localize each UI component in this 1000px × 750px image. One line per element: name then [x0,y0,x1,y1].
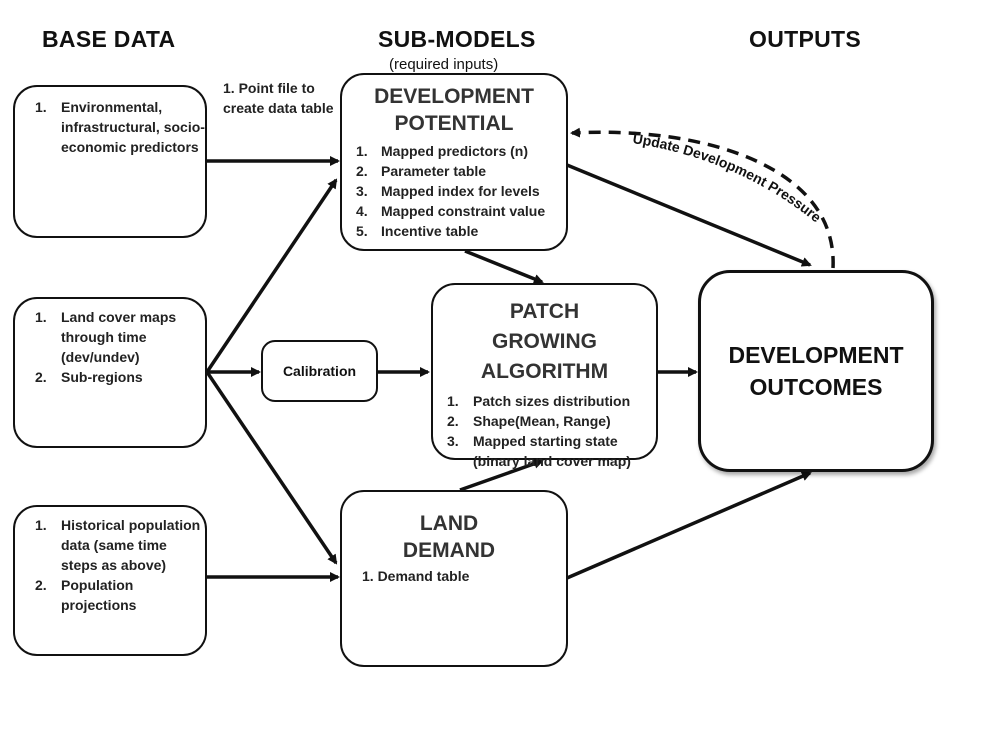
list-item: 2.Sub-regions [35,369,143,385]
list-item: 3.Mapped index for levels [356,183,540,199]
list-item: 1.Mapped predictors (n) [356,143,529,159]
header-outputs: OUTPUTS [749,26,861,52]
list-item: 1.Environmental, infrastructural, socio-… [35,99,205,155]
arrow-dev-potential-to-outcomes [566,163,812,267]
arrow-land-demand-to-patch [459,458,544,492]
arrow-landcover-to-dev-potential [205,178,338,373]
patch-growing-box: PATCH GROWING ALGORITHM 1.Patch sizes di… [431,283,658,469]
svg-text:Update Development Pressure: Update Development Pressure [632,130,825,225]
list-item: 2.Shape(Mean, Range) [447,413,611,429]
land-demand-box: LAND DEMAND 1. Demand table [340,490,568,667]
list-item: 1.Patch sizes distribution [447,393,631,409]
base-box-predictors: 1.Environmental, infrastructural, socio-… [13,85,207,238]
list-item: 5.Incentive table [356,223,479,239]
arrow-land-demand-to-outcomes [566,471,812,580]
development-potential-title: DEVELOPMENT POTENTIAL [374,85,534,135]
header-sub-models-note: (required inputs) [389,56,499,73]
base-box-land-cover: 1.Land cover maps through time (dev/unde… [13,297,207,448]
list-item: 4.Mapped constraint value [356,203,546,219]
patch-growing-title: PATCH GROWING ALGORITHM [480,300,609,383]
feedback-dashed-arrow [570,127,835,269]
development-outcomes-title: DEVELOPMENT OUTCOMES [728,342,904,400]
list-item: 2.Population projections [35,577,137,613]
list-item: 1.Land cover maps through time (dev/unde… [35,309,177,365]
list-item: 1.Historical population data (same time … [35,517,201,573]
calibration-box: Calibration [261,340,378,402]
arrow-landcover-to-land-demand [205,371,338,565]
arrow-dev-potential-to-patch [464,249,544,284]
land-demand-item: 1. Demand table [362,568,470,584]
list-item: 2.Parameter table [356,163,487,179]
feedback-label: Update Development Pressure [632,130,825,225]
header-base-data: BASE DATA [42,26,176,52]
development-outcomes-box: DEVELOPMENT OUTCOMES [698,270,934,472]
point-file-note: 1. Point file to create data table [223,80,334,116]
land-demand-title: LAND DEMAND [402,512,496,562]
list-item: 3.Mapped starting state (binary land cov… [447,433,631,469]
development-potential-box: DEVELOPMENT POTENTIAL 1.Mapped predictor… [340,73,568,251]
header-sub-models: SUB-MODELS [378,26,536,52]
calibration-label: Calibration [282,363,357,379]
base-box-population: 1.Historical population data (same time … [13,505,207,656]
